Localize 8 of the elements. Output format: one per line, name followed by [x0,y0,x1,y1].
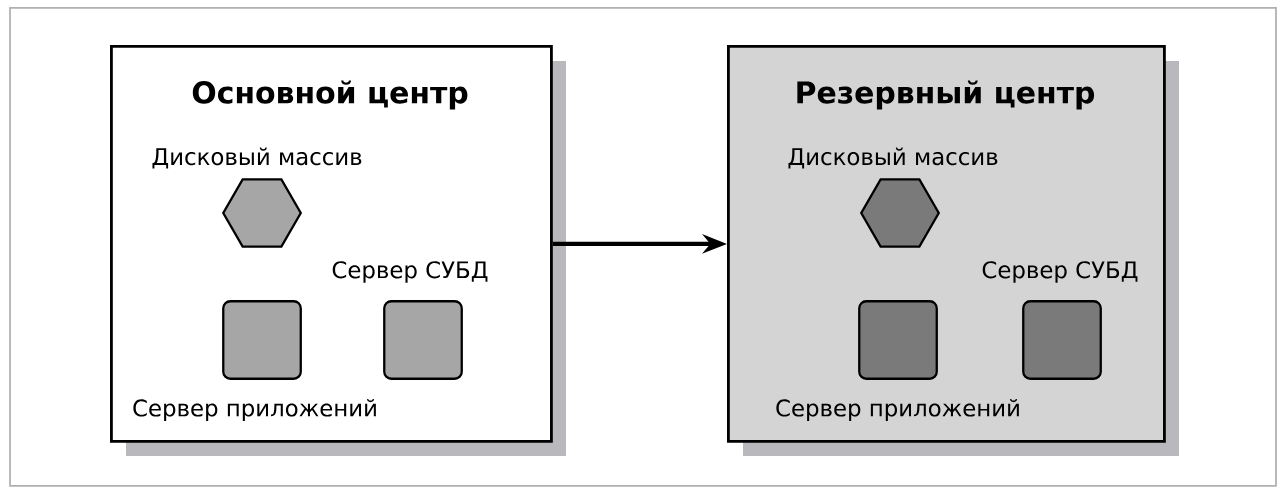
component-label: Сервер СУБД [332,261,488,283]
component-label: Сервер СУБД [982,261,1138,283]
component-label: Дисковый массив [152,147,362,169]
box-title: Основной центр [192,80,468,110]
box-title: Резервный центр [797,80,1095,110]
component-label: Сервер приложений [133,398,376,422]
component-label: Сервер приложений [776,398,1019,422]
component-label: Дисковый массив [788,147,998,169]
